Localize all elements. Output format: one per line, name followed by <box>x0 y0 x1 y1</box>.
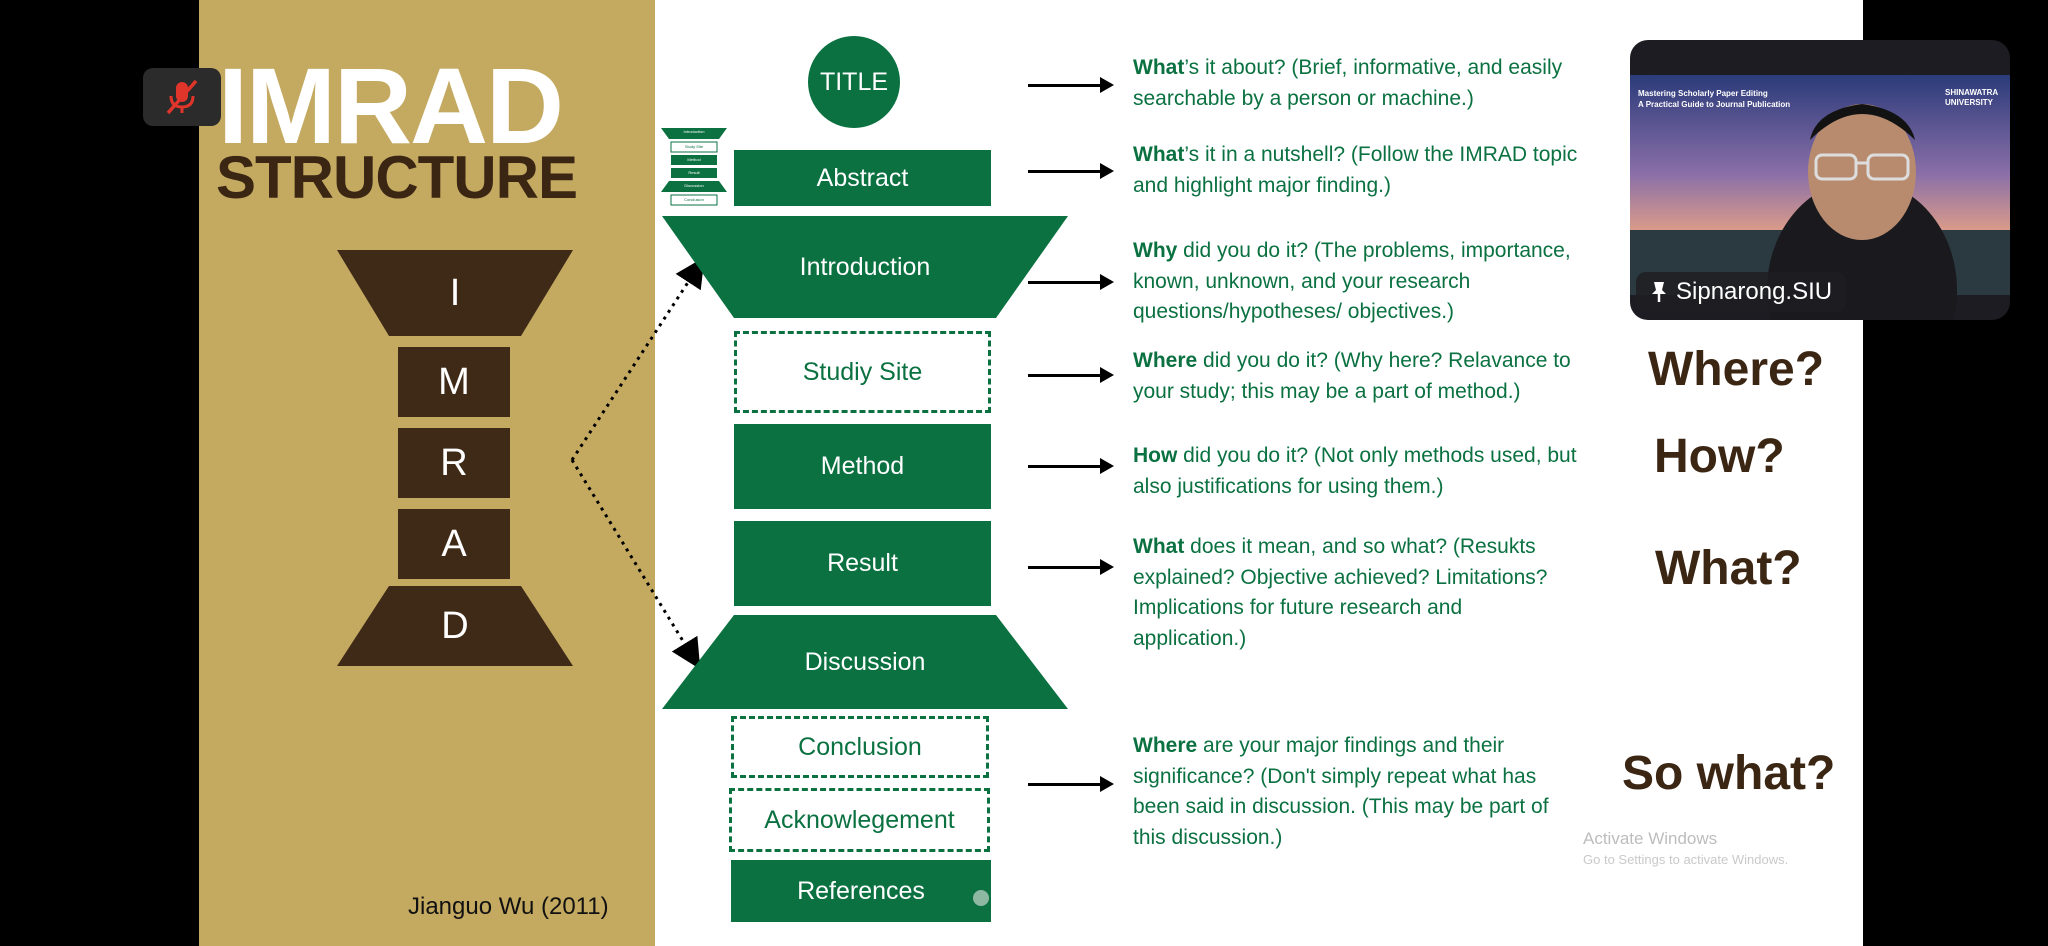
desc-study-site-bold: Where <box>1133 349 1198 372</box>
desc-introduction-bold: Why <box>1133 239 1178 262</box>
imrad-letter-d: D <box>441 604 469 647</box>
citation: Jianguo Wu (2011) <box>408 893 609 920</box>
mute-button[interactable] <box>143 68 221 126</box>
desc-title-line1: ’s it about? (Brief, informative, and ea… <box>1184 56 1563 79</box>
discussion-trapezoid-shape <box>662 615 1068 709</box>
arrow-method <box>1028 458 1114 474</box>
discussion-label: Discussion <box>804 647 926 676</box>
slide-title-imrad: IMRAD <box>218 45 564 166</box>
desc-conclusion-line4: this discussion.) <box>1133 825 1283 849</box>
mini-funnel-label-discussion: Discussion <box>684 183 704 188</box>
question-where: Where? <box>1648 343 1825 396</box>
desc-result-line4: application.) <box>1133 626 1247 650</box>
desc-result-line2: explained? Objective achieved? Limitatio… <box>1133 565 1548 589</box>
arrow-introduction <box>1028 274 1114 290</box>
study-site-box: Studiy Site <box>734 331 991 413</box>
participant-name: Sipnarong.SIU <box>1676 278 1833 305</box>
title-circle: TITLE <box>808 36 900 128</box>
mini-funnel-label-study-site: Study Site <box>684 144 704 149</box>
references-box: References <box>731 860 991 922</box>
desc-introduction-line2: known, unknown, and your research <box>1133 269 1471 293</box>
arrow-result <box>1028 559 1114 575</box>
imrad-bottom-trapezoid-shape <box>337 586 573 666</box>
desc-study-site-line1: did you do it? (Why here? Relavance to <box>1197 349 1571 372</box>
imrad-top-trapezoid-shape <box>337 250 573 336</box>
video-background-image <box>1630 75 2010 320</box>
desc-study-site-line2: your study; this may be a part of method… <box>1133 379 1521 403</box>
desc-title: What’s it about? (Brief, informative, an… <box>1133 53 1653 114</box>
question-how: How? <box>1654 430 1785 483</box>
arrow-study-site <box>1028 367 1114 383</box>
participant-name-tag: Sipnarong.SIU <box>1636 272 1847 312</box>
desc-conclusion: Where are your major findings and their … <box>1133 731 1653 853</box>
video-banner-line1: Mastering Scholarly Paper Editing <box>1638 89 1768 98</box>
desc-title-bold: What <box>1133 56 1185 79</box>
pin-icon <box>1652 282 1666 302</box>
arrow-conclusion <box>1028 776 1114 792</box>
desc-method-line2: also justifications for using them.) <box>1133 474 1444 498</box>
imrad-letter-i: I <box>449 271 461 314</box>
video-banner-line2: A Practical Guide to Journal Publication <box>1638 100 1791 109</box>
desc-abstract-line1: ’s it in a nutshell? (Follow the IMRAD t… <box>1184 143 1578 166</box>
desc-result-bold: What <box>1133 535 1185 558</box>
desc-conclusion-line1: are your major findings and their <box>1197 734 1505 757</box>
desc-introduction-line3: questions/hypotheses/ objectives.) <box>1133 300 1455 323</box>
activate-windows-watermark: Activate Windows <box>1583 829 1718 848</box>
desc-introduction-line1: did you do it? (The problems, importance… <box>1177 239 1571 262</box>
video-banner-text: Mastering Scholarly Paper Editing A Prac… <box>1638 88 1790 110</box>
desc-method-bold: How <box>1133 444 1178 467</box>
imrad-letter-m: M <box>398 347 510 417</box>
microphone-muted-icon <box>166 79 198 115</box>
activate-windows-subtext: Go to Settings to activate Windows. <box>1583 852 1789 867</box>
video-university-line2: UNIVERSITY <box>1945 98 1994 107</box>
result-box: Result <box>734 521 991 606</box>
dotted-connector-arrows <box>570 256 705 670</box>
mini-funnel-label-conclusion: Conclusion <box>684 197 704 202</box>
desc-title-line2: searchable by a person or machine.) <box>1133 86 1474 110</box>
participant-video-tile[interactable]: Mastering Scholarly Paper Editing A Prac… <box>1630 40 2010 320</box>
imrad-letter-r: R <box>398 428 510 498</box>
question-what: What? <box>1655 542 1802 595</box>
desc-conclusion-bold: Where <box>1133 734 1198 757</box>
slide-dot <box>973 890 989 906</box>
introduction-trapezoid-shape <box>662 216 1068 318</box>
arrow-title <box>1028 77 1114 93</box>
desc-result-line1: does it mean, and so what? (Resukts <box>1184 535 1536 558</box>
abstract-box: Abstract <box>734 150 991 206</box>
mini-funnel-icon: Introduction Study Site Method Result Di… <box>661 128 727 206</box>
desc-method-line1: did you do it? (Not only methods used, b… <box>1177 444 1577 467</box>
mini-funnel-label-result: Result <box>688 170 700 175</box>
desc-abstract-bold: What <box>1133 143 1185 166</box>
question-so-what: So what? <box>1622 747 1836 800</box>
method-box: Method <box>734 424 991 509</box>
desc-abstract: What’s it in a nutshell? (Follow the IMR… <box>1133 140 1653 201</box>
video-university-line1: SHINAWATRA <box>1945 88 1999 97</box>
desc-abstract-line2: and highlight major finding.) <box>1133 173 1391 197</box>
desc-conclusion-line3: been said in discussion. (This may be pa… <box>1133 795 1549 818</box>
slide-title-structure: STRUCTURE <box>216 144 578 211</box>
desc-result: What does it mean, and so what? (Resukts… <box>1133 532 1653 654</box>
mini-funnel-label-introduction: Introduction <box>683 129 705 134</box>
mini-funnel-label-method: Method <box>687 157 701 162</box>
video-university-logo: SHINAWATRA UNIVERSITY <box>1945 88 1998 108</box>
acknowledgement-box: Acknowlegement <box>729 788 990 852</box>
desc-introduction: Why did you do it? (The problems, import… <box>1133 236 1653 328</box>
desc-method: How did you do it? (Not only methods use… <box>1133 441 1653 502</box>
introduction-label: Introduction <box>799 252 931 281</box>
imrad-letter-a: A <box>398 509 510 579</box>
arrow-abstract <box>1028 163 1114 179</box>
desc-result-line3: Implications for future research and <box>1133 596 1463 619</box>
desc-study-site: Where did you do it? (Why here? Relavanc… <box>1133 346 1653 407</box>
conclusion-box: Conclusion <box>731 716 989 778</box>
desc-conclusion-line2: significance? (Don't simply repeat what … <box>1133 764 1537 788</box>
